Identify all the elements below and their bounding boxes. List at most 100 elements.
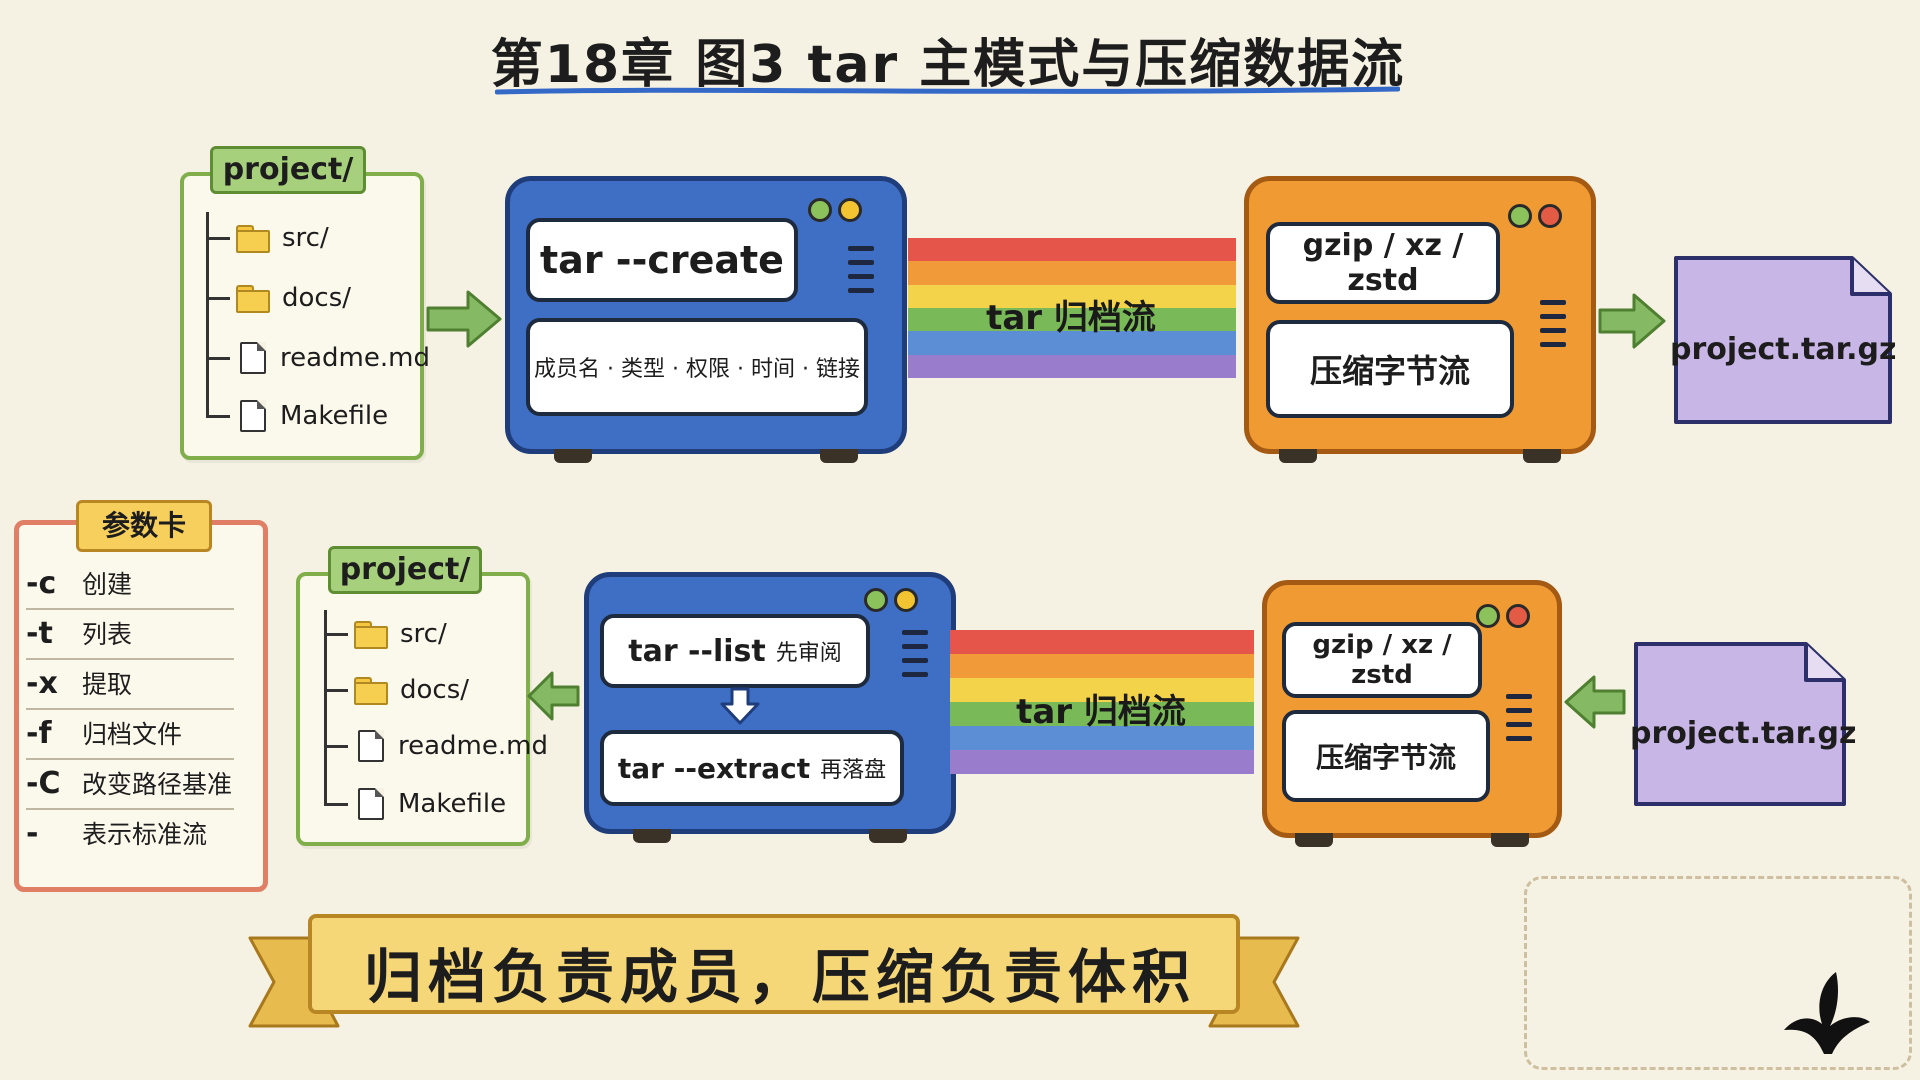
param-flag: -c xyxy=(26,565,57,601)
vent-icon xyxy=(1540,300,1566,305)
stream-band xyxy=(908,238,1236,262)
arrow-right-icon xyxy=(1598,293,1666,349)
file-icon xyxy=(240,400,266,432)
list-note-text: 先审阅 xyxy=(775,641,842,666)
param-card xyxy=(14,520,268,892)
stream-band xyxy=(950,725,1254,750)
param-desc: 改变路径基准 xyxy=(82,770,233,799)
stream-band xyxy=(950,677,1254,702)
machine-foot xyxy=(1523,449,1561,463)
machine-foot xyxy=(554,449,592,463)
tree-item: docs/ xyxy=(324,670,469,710)
folder-icon xyxy=(354,621,388,649)
param-desc: 列表 xyxy=(82,620,133,649)
vent-icon xyxy=(1540,342,1566,347)
tree-item-label: docs/ xyxy=(400,675,470,705)
stream-band xyxy=(950,630,1254,654)
tree-item: readme.md xyxy=(206,338,430,378)
stream-label: tar 归档流 xyxy=(1016,692,1186,732)
vent-icon xyxy=(1540,314,1566,319)
param-row: - 表示标准流 xyxy=(26,808,234,858)
status-led-icon xyxy=(1506,604,1530,628)
tree-connector xyxy=(206,395,230,418)
vent-icon xyxy=(1506,708,1532,713)
param-row: -f 归档文件 xyxy=(26,708,234,760)
top-project-tree xyxy=(180,172,424,460)
stream-band xyxy=(908,307,1236,332)
folder-icon xyxy=(354,677,388,705)
butterfly-logo-icon xyxy=(1784,972,1870,1054)
vent-icon xyxy=(848,260,874,265)
status-led-icon xyxy=(808,198,832,222)
stream-band xyxy=(950,749,1254,774)
param-row: -t 列表 xyxy=(26,608,234,660)
summary-banner-text: 归档负责成员，压缩负责体积 xyxy=(363,943,1196,1011)
tree-item-label: Makefile xyxy=(398,789,507,819)
metadata-text: 成员名 · 类型 · 权限 · 时间 · 链接 xyxy=(534,357,860,382)
top-tree-root-label: project/ xyxy=(210,146,366,194)
tree-connector xyxy=(206,217,230,240)
status-led-icon xyxy=(1508,204,1532,228)
status-led-icon xyxy=(1538,204,1562,228)
tree-item-label: docs/ xyxy=(282,283,352,313)
file-icon xyxy=(358,788,384,820)
tar-list-command: tar --list 先审阅 xyxy=(600,614,870,688)
status-led-icon xyxy=(838,198,862,222)
vent-icon xyxy=(848,288,874,293)
vent-icon xyxy=(1506,694,1532,699)
tools-text: gzip / xz / zstd xyxy=(1302,228,1464,298)
param-desc: 创建 xyxy=(82,570,133,599)
vent-icon xyxy=(848,274,874,279)
status-led-icon xyxy=(1476,604,1500,628)
tar-create-command: tar --create xyxy=(526,218,798,302)
tree-spine xyxy=(324,610,327,806)
param-flag: - xyxy=(26,815,39,851)
stream-label: tar 归档流 xyxy=(986,298,1156,338)
compressed-stream-label: 压缩字节流 xyxy=(1266,320,1514,418)
file-icon xyxy=(240,342,266,374)
vent-icon xyxy=(1506,722,1532,727)
tree-item-label: src/ xyxy=(282,223,329,253)
page-title: 第18章 图3 tar 主模式与压缩数据流 xyxy=(490,35,1406,95)
param-desc: 归档文件 xyxy=(82,720,183,749)
extract-command-text: tar --extract xyxy=(617,751,811,785)
tree-item-label: readme.md xyxy=(398,731,548,761)
list-command-text: tar --list xyxy=(628,633,766,669)
machine-foot xyxy=(820,449,858,463)
param-flag: -x xyxy=(26,665,58,701)
param-row: -C 改变路径基准 xyxy=(26,758,234,810)
tar-metadata-panel: 成员名 · 类型 · 权限 · 时间 · 链接 xyxy=(526,318,868,416)
arrow-down-icon xyxy=(720,687,760,725)
folder-icon xyxy=(236,285,270,313)
tree-item: Makefile xyxy=(324,784,506,824)
tree-item-label: readme.md xyxy=(280,343,430,373)
vent-icon xyxy=(902,672,928,677)
stream-band xyxy=(950,653,1254,678)
file-icon xyxy=(358,730,384,762)
compress-tools-label: gzip / xz / zstd xyxy=(1266,222,1500,304)
tree-item: Makefile xyxy=(206,396,388,436)
tree-item-label: Makefile xyxy=(280,401,389,431)
tree-connector xyxy=(324,783,348,806)
vent-icon xyxy=(902,644,928,649)
extract-note-text: 再落盘 xyxy=(820,758,887,783)
param-flag: -f xyxy=(26,715,52,751)
tree-spine xyxy=(206,212,209,418)
command-text: tar --create xyxy=(540,238,784,282)
archive-filename: project.tar.gz xyxy=(1630,716,1857,751)
tar-extract-command: tar --extract 再落盘 xyxy=(600,730,904,806)
param-card-title: 参数卡 xyxy=(76,500,212,552)
param-desc: 表示标准流 xyxy=(82,820,208,849)
machine-foot xyxy=(633,829,671,843)
summary-ribbon xyxy=(248,914,1300,1028)
archive-file-icon xyxy=(1674,256,1892,424)
archive-filename: project.tar.gz xyxy=(1670,332,1897,367)
tree-item: src/ xyxy=(324,614,447,654)
tree-connector xyxy=(324,613,348,636)
vent-icon xyxy=(1506,736,1532,741)
stream-band xyxy=(908,261,1236,285)
tar-archive-stream xyxy=(908,238,1236,378)
empty-placeholder xyxy=(1524,876,1912,1070)
tree-connector xyxy=(206,337,230,360)
